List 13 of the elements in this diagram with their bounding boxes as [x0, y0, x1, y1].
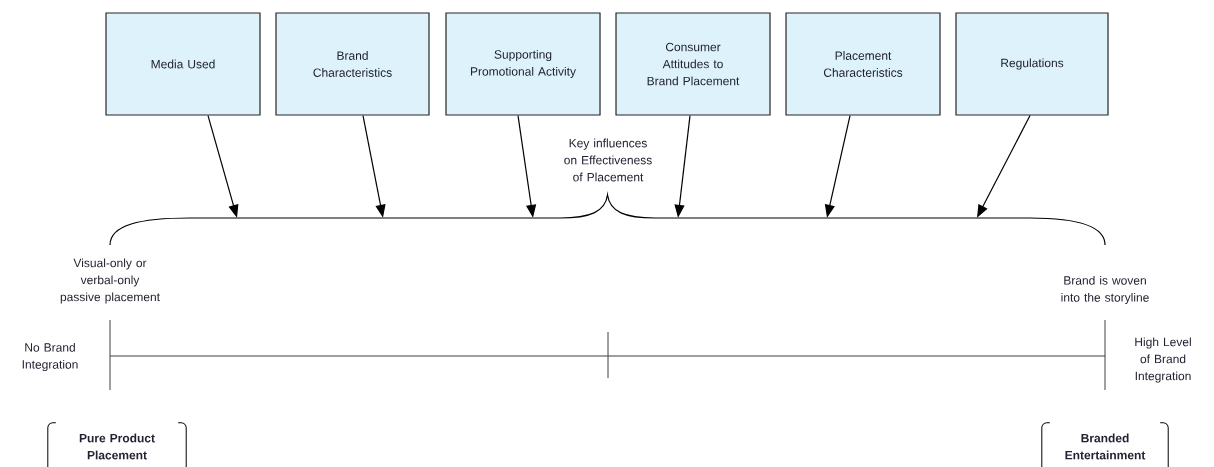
- influence-box: Supporting Promotional Activity: [445, 12, 601, 116]
- scale-end-label: No Brand Integration: [22, 342, 78, 372]
- end-caption: Brand is woven into the storyline: [1061, 275, 1149, 305]
- influence-box: Media Used: [105, 12, 261, 116]
- scale-end-label: High Level of Brand Integration: [1135, 337, 1191, 383]
- brace-caption: Key influences on Effectiveness of Placement: [564, 138, 652, 182]
- influence-box: Brand Characteristics: [275, 12, 430, 116]
- influence-box: Regulations: [955, 12, 1109, 116]
- bracketed-label: Pure Product Placement: [47, 422, 187, 467]
- influence-box: Consumer Attitudes to Brand Placement: [615, 12, 771, 116]
- bracketed-label: Branded Entertainment: [1041, 422, 1169, 467]
- end-caption: Visual-only or verbal-only passive placement: [60, 258, 160, 304]
- influence-box: Placement Characteristics: [785, 12, 941, 116]
